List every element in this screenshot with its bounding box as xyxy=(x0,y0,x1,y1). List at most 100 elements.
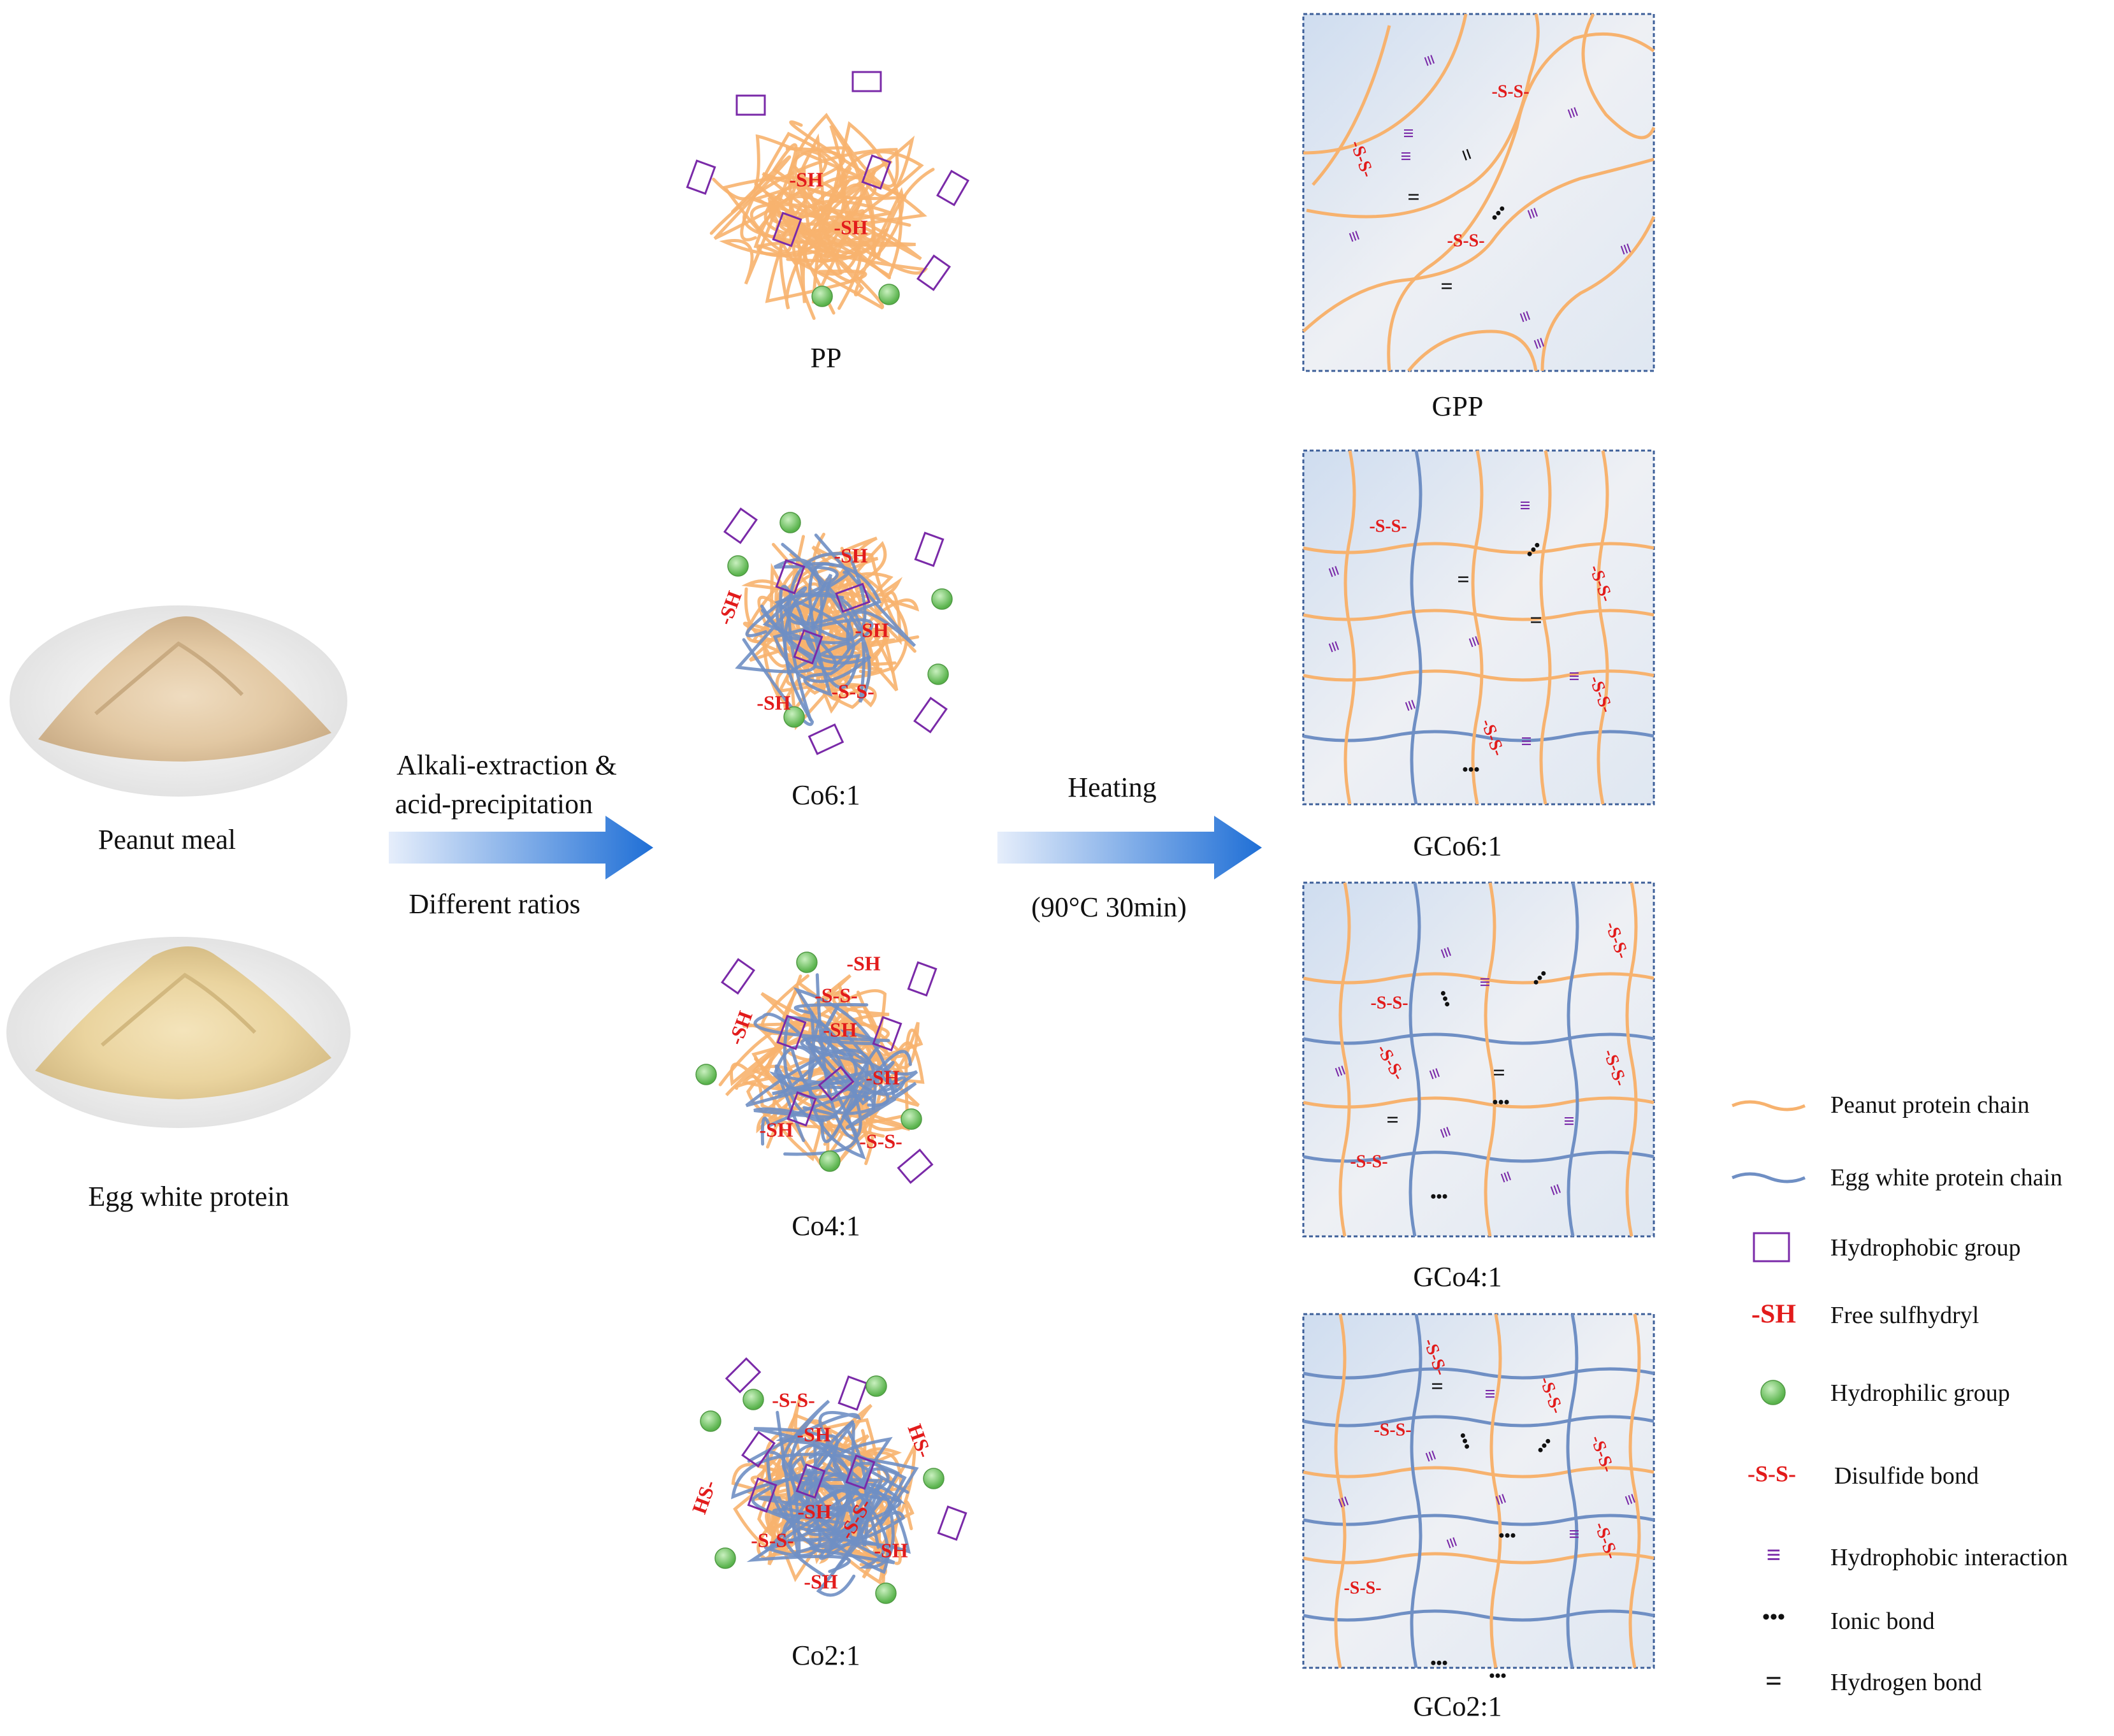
aggregate-co6-1: -SH-SH-S-S--SH-SH xyxy=(713,507,953,755)
bond-label: -S-S- xyxy=(751,1528,794,1551)
peanut-meal-image xyxy=(10,605,347,797)
bond-label: -S-S- xyxy=(859,1129,902,1152)
egg-white-protein-image xyxy=(6,937,351,1128)
protein-chain xyxy=(735,552,867,721)
protein-chain xyxy=(1303,972,1654,985)
protein-chain xyxy=(774,542,871,703)
legend-hydrophilic-group: Hydrophilic group xyxy=(1830,1380,2010,1407)
bond-label: -SH xyxy=(797,1500,831,1523)
legend-hydrophobic-group: Hydrophobic group xyxy=(1830,1234,2021,1261)
bond-label: -S-S- xyxy=(1447,231,1484,250)
legend-hydrophobic-interaction: Hydrophobic interaction xyxy=(1830,1544,2068,1571)
protein-chain xyxy=(1302,157,1654,333)
aggregate-co4-1: -SH-S-S--SH-SH-SH-SH-S-S- xyxy=(695,951,938,1184)
hydrophobic-interaction: ≡ xyxy=(1400,146,1411,167)
hydrogen-bond: = xyxy=(1440,275,1452,298)
bond-label: -SH xyxy=(724,1008,757,1048)
label-pp: PP xyxy=(810,342,842,373)
protein-chain xyxy=(1303,1466,1654,1479)
ionic-bond: ••• xyxy=(1498,1526,1516,1545)
hydrogen-bond: = xyxy=(1407,185,1419,209)
process1-line1: Alkali-extraction & xyxy=(396,749,617,781)
legend-hydrogen-bond: Hydrogen bond xyxy=(1830,1669,1982,1696)
protein-chain xyxy=(1303,1367,1654,1380)
hydrophilic-group xyxy=(695,1064,717,1085)
protein-chain xyxy=(1303,542,1654,554)
bond-label: -SH xyxy=(865,1066,899,1089)
protein-chain xyxy=(1484,882,1496,1237)
hydrophobic-group xyxy=(907,961,938,997)
legend-egg-chain: Egg white protein chain xyxy=(1830,1164,2063,1191)
hydrophobic-interaction: ≡ xyxy=(1568,1524,1579,1545)
protein-chain xyxy=(1303,609,1654,621)
legend-peanut-chain: Peanut protein chain xyxy=(1830,1092,2030,1118)
protein-chain xyxy=(751,1470,880,1560)
process1-line3: Different ratios xyxy=(409,888,581,920)
gel-gco4-1: ≡≡•••-S-S--S-S-•••-S-S-=≡≡-S-S-=•••≡≡-S-… xyxy=(1302,881,1655,1238)
legend-peanut-chain-line xyxy=(1731,1100,1806,1111)
protein-chain xyxy=(782,1440,890,1577)
protein-chain xyxy=(1410,450,1423,805)
legend-ionic-bond: Ionic bond xyxy=(1830,1608,1935,1635)
hydrophobic-group xyxy=(936,170,970,206)
hydrophobic-group xyxy=(741,1431,776,1468)
legend-egg-chain-line xyxy=(1731,1172,1806,1183)
hydrophobic-group xyxy=(723,507,758,544)
protein-chain xyxy=(1539,450,1552,805)
legend-hydrophilic-ball xyxy=(1760,1380,1786,1405)
bond-label: -S-S- xyxy=(1343,1578,1381,1598)
bond-label: -S-S- xyxy=(1369,516,1407,536)
process1-line2: acid-precipitation xyxy=(395,788,593,820)
hydrophilic-group xyxy=(931,588,953,610)
bond-label: -SH xyxy=(713,588,746,628)
hydrophobic-group xyxy=(775,559,806,595)
protein-chain xyxy=(1387,32,1655,372)
protein-chain xyxy=(1303,669,1654,682)
bond-label: -SH xyxy=(834,544,867,567)
hydrophobic-group xyxy=(914,532,945,567)
protein-chain xyxy=(719,143,889,285)
hydrophobic-group xyxy=(735,94,766,116)
protein-chain xyxy=(1567,882,1579,1237)
protein-chain xyxy=(1471,450,1484,805)
legend-hydrophobic-group-box xyxy=(1753,1232,1790,1262)
hydrophobic-group xyxy=(721,958,755,995)
bond-label: -SH xyxy=(804,1570,837,1593)
protein-chain xyxy=(1334,1313,1347,1668)
protein-chain xyxy=(760,533,916,683)
bond-label: -SH xyxy=(797,1422,830,1445)
process2-line1: Heating xyxy=(1068,772,1157,803)
legend-ionic-symbol: ••• xyxy=(1762,1605,1785,1629)
hydrophilic-group xyxy=(742,1389,764,1410)
bond-label: -SH xyxy=(759,1118,793,1141)
protein-chain xyxy=(1303,1032,1654,1045)
legend-disulfide-bond: Disulfide bond xyxy=(1834,1463,1979,1489)
hydrophilic-group xyxy=(927,663,949,685)
label-gco4-1: GCo4:1 xyxy=(1413,1261,1502,1292)
protein-chain xyxy=(1566,1313,1579,1668)
hydrogen-bond: = xyxy=(1386,1108,1398,1132)
protein-chain xyxy=(1303,1514,1654,1526)
bond-label: -S-S- xyxy=(1350,1152,1387,1171)
hydrophobic-group xyxy=(725,1357,762,1394)
protein-chain xyxy=(1312,25,1391,186)
hydrophilic-group xyxy=(901,1108,922,1130)
hydrophobic-interaction: ≡ xyxy=(1484,1384,1495,1405)
hydrophobic-group xyxy=(916,254,951,291)
hydrophobic-interaction: ≡ xyxy=(1521,731,1531,752)
legend-hydrophobic-interaction-symbol: ≡ xyxy=(1767,1540,1781,1569)
bond-label: HS- xyxy=(903,1421,936,1461)
hydrophobic-group xyxy=(772,212,802,247)
hydrophobic-group xyxy=(897,1148,934,1184)
bond-label: -SH xyxy=(846,951,880,974)
hydrophilic-group xyxy=(700,1410,721,1432)
hydrophobic-interaction: ≡ xyxy=(1403,123,1414,144)
hydrogen-bond: = xyxy=(1457,568,1469,591)
protein-chain xyxy=(1540,215,1656,372)
bond-label: -SH xyxy=(757,691,790,714)
hydrophobic-group xyxy=(861,154,892,190)
peanut-meal-label: Peanut meal xyxy=(98,824,236,855)
protein-chain xyxy=(764,175,927,303)
